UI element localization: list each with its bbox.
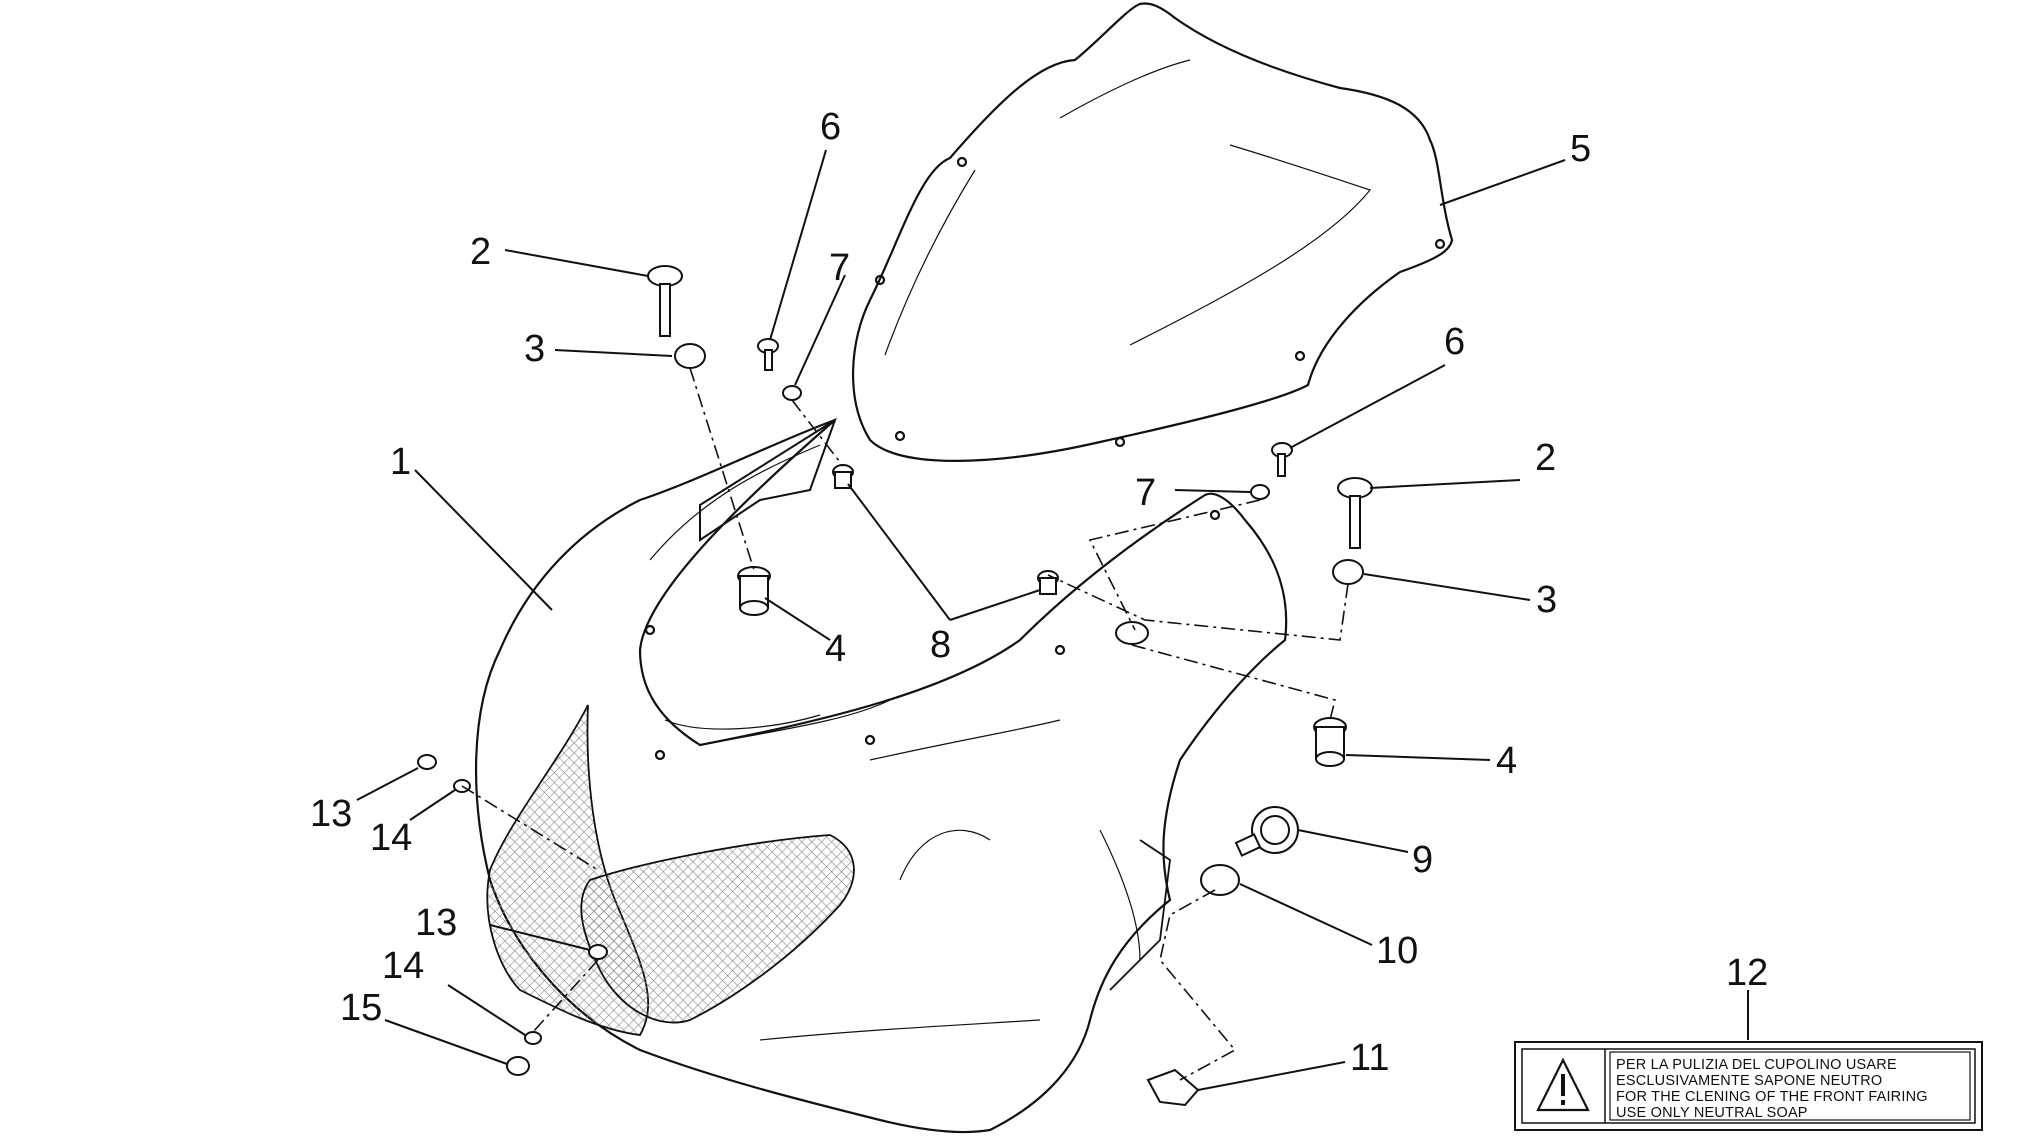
nut-8-right [1037,570,1059,595]
nut-8-left [832,464,854,489]
screw-6-left [757,338,779,371]
screw-2-right [1337,477,1373,549]
washer-3-left [674,343,706,369]
callout-11: 11 [1350,1037,1389,1079]
callout-3-left: 3 [524,328,545,370]
clip-11 [1146,1068,1200,1107]
warning-line-4: USE ONLY NEUTRAL SOAP [1616,1105,1808,1121]
screw-2-left [647,265,683,337]
screw-13-upper [417,754,437,770]
callout-7-left: 7 [829,247,850,289]
grommet-4-right [1313,717,1347,767]
callout-4-right: 4 [1496,740,1517,782]
callout-7-right: 7 [1135,472,1156,514]
callout-13-left: 13 [310,793,352,835]
windscreen [851,2,1454,462]
callout-14-lower: 14 [382,945,424,987]
callout-6-left: 6 [820,106,841,148]
washer-7-right [1250,484,1270,500]
callout-3-right: 3 [1536,579,1557,621]
grommet-4-left [737,566,771,616]
screw-13-lower [588,944,608,960]
warning-line-3: FOR THE CLENING OF THE FRONT FAIRING [1616,1089,1928,1105]
callout-9: 9 [1412,839,1433,881]
nut-15 [506,1056,530,1076]
callout-4-left: 4 [825,628,846,670]
central-intake-mesh [580,834,855,1024]
mirror-bracket [699,417,837,542]
front-fairing [474,418,1288,1134]
callout-2-left: 2 [470,231,491,273]
callout-1: 1 [390,441,411,483]
warning-label: PER LA PULIZIA DEL CUPOLINO USARE ESCLUS… [1514,1041,1983,1131]
washer-3-right [1332,559,1364,585]
washer-7-left [782,385,802,401]
quick-fastener-9 [1234,806,1299,857]
warning-line-1: PER LA PULIZIA DEL CUPOLINO USARE [1616,1057,1897,1073]
washer-14-lower [524,1031,542,1045]
callouts: 1 2 2 3 3 4 4 5 6 6 7 7 8 9 10 11 12 13 … [310,106,1768,1079]
callout-6-right: 6 [1444,321,1465,363]
callout-5: 5 [1570,128,1591,170]
center-grommet [1115,621,1149,645]
callout-8: 8 [930,624,951,666]
callout-14-left: 14 [370,817,412,859]
callout-2-right: 2 [1535,437,1556,479]
callout-10: 10 [1376,930,1418,972]
assembly-lines [461,367,1349,1081]
warning-line-2: ESCLUSIVAMENTE SAPONE NEUTRO [1616,1073,1882,1089]
leader-lines [356,149,1749,1091]
callout-12: 12 [1726,952,1768,994]
washer-10 [1200,864,1240,896]
callout-13-lower: 13 [415,902,457,944]
screw-6-right [1271,442,1293,477]
warning-triangle-icon [1536,1057,1590,1112]
callout-15: 15 [340,987,382,1029]
